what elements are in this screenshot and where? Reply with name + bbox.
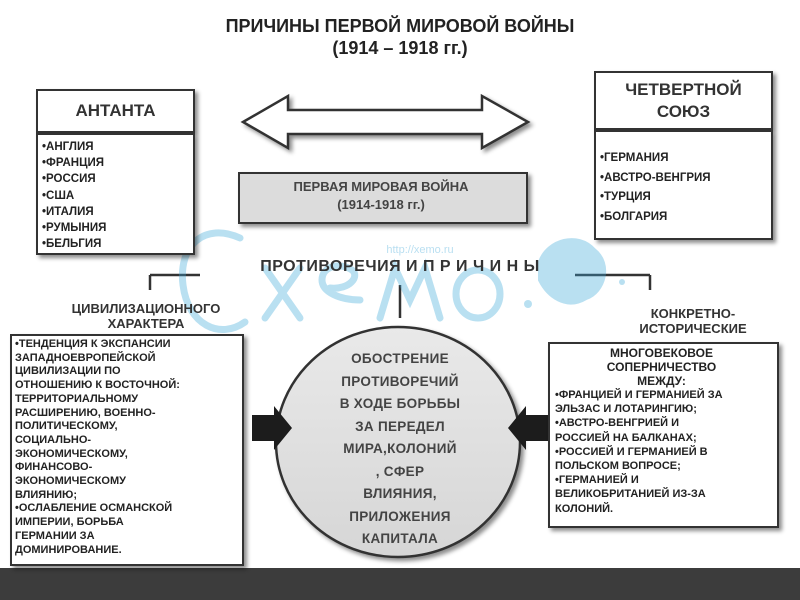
double-arrow (240, 93, 531, 151)
civilizational-line: •ТЕНДЕНЦИЯ К ЭКСПАНСИИ (15, 338, 171, 350)
world-war-box (238, 172, 528, 224)
historical-line: КОЛОНИЙ. (555, 502, 614, 515)
historical-heading-line: СОПЕРНИЧЕСТВО (606, 360, 717, 374)
entente-member: АНГЛИЯ (42, 139, 106, 155)
civilizational-box (10, 334, 244, 566)
center-line: ВЛИЯНИЯ, (363, 486, 437, 501)
historical-label-line2: ИСТОРИЧЕСКИЕ (639, 321, 747, 336)
quadruple-heading-line1: ЧЕТВЕРТНОЙ (625, 80, 742, 99)
historical-line: •ФРАНЦИЕЙ И ГЕРМАНИЕЙ ЗА (555, 389, 723, 401)
historical-box (548, 342, 779, 528)
civilizational-line: ВЛИЯНИЮ; (15, 488, 78, 501)
quadruple-member: АВСТРО-ВЕНГРИЯ (600, 169, 711, 189)
watermark-url: http://xemo.ru (386, 244, 454, 256)
civilizational-text: •ТЕНДЕНЦИЯ К ЭКСПАНСИИ ЗАПАДНОЕВРОПЕЙСКО… (15, 338, 180, 557)
center-text: ОБОСТРЕНИЕ ПРОТИВОРЕЧИЙ В ХОДЕ БОРЬБЫ ЗА… (300, 348, 500, 551)
entente-member: БЕЛЬГИЯ (42, 236, 106, 252)
watermark-logo (178, 227, 625, 334)
historical-line: ПОЛЬСКОМ ВОПРОСЕ; (555, 460, 681, 473)
civilizational-line: ПОЛИТИЧЕСКОМУ, (15, 420, 118, 433)
historical-line: •ГЕРМАНИЕЙ И (555, 474, 639, 487)
historical-label: КОНКРЕТНО- ИСТОРИЧЕСКИЕ (598, 306, 788, 336)
civilizational-label: ЦИВИЛИЗАЦИОННОГО ХАРАКТЕРА (46, 301, 246, 331)
quadruple-members-list: ГЕРМАНИЯ АВСТРО-ВЕНГРИЯ ТУРЦИЯ БОЛГАРИЯ (600, 149, 711, 227)
entente-heading: АНТАНТА (75, 101, 156, 120)
quadruple-heading-line2: СОЮЗ (656, 102, 711, 121)
world-war-line2: (1914-1918 гг.) (337, 197, 425, 212)
civilizational-line: ИМПЕРИИ, БОРЬБА (15, 516, 124, 529)
historical-line: РОССИЕЙ НА БАЛКАНАХ; (555, 431, 697, 444)
right-arrow-icon (508, 406, 548, 450)
center-line: КАПИТАЛА (361, 531, 439, 546)
center-line: В ХОДЕ БОРЬБЫ (339, 396, 461, 411)
civilizational-line: ОТНОШЕНИЮ К ВОСТОЧНОЙ: (15, 379, 180, 392)
civilizational-line: ДОМИНИРОВАНИЕ. (15, 543, 122, 556)
contradictions-heading: ПРОТИВОРЕЧИЯ И П Р И Ч И Н Ы (260, 258, 540, 275)
slide-bottom-band (0, 568, 800, 600)
civilizational-line: СОЦИАЛЬНО- (15, 433, 92, 446)
page-subtitle: (1914 – 1918 гг.) (332, 38, 468, 58)
historical-line: ЭЛЬЗАС И ЛОТАРИНГИЮ; (555, 403, 697, 416)
entente-members-list: АНГЛИЯ ФРАНЦИЯ РОССИЯ США ИТАЛИЯ РУМЫНИЯ… (42, 139, 106, 252)
entente-members-box: АНГЛИЯ ФРАНЦИЯ РОССИЯ США ИТАЛИЯ РУМЫНИЯ… (36, 133, 195, 255)
historical-label-line1: КОНКРЕТНО- (650, 306, 736, 321)
center-line: ЗА ПЕРЕДЕЛ (355, 418, 445, 434)
historical-line: •РОССИЕЙ И ГЕРМАНИЕЙ В (555, 445, 708, 458)
civilizational-line: РАСШИРЕНИЮ, ВОЕННО- (15, 406, 156, 419)
center-line: ПРИЛОЖЕНИЯ (349, 508, 451, 524)
historical-text: •ФРАНЦИЕЙ И ГЕРМАНИЕЙ ЗА ЭЛЬЗАС И ЛОТАРИ… (555, 388, 723, 516)
civilizational-line: ГЕРМАНИИ ЗА (15, 529, 95, 542)
quadruple-member: ГЕРМАНИЯ (600, 149, 711, 169)
center-line: ПРОТИВОРЕЧИЙ (341, 373, 459, 389)
civilizational-label-line2: ХАРАКТЕРА (107, 316, 185, 331)
world-war-line1: ПЕРВАЯ МИРОВАЯ ВОЙНА (293, 179, 469, 194)
left-arrow-icon (252, 406, 292, 450)
center-line: МИРА,КОЛОНИЙ (343, 441, 457, 456)
historical-heading: МНОГОВЕКОВОЕ СОПЕРНИЧЕСТВО МЕЖДУ: (548, 346, 775, 388)
civilizational-line: •ОСЛАБЛЕНИЕ ОСМАНСКОЙ (15, 502, 173, 515)
civilizational-line: ЭКОНОМИЧЕСКОМУ (15, 475, 126, 488)
historical-heading-line: МЕЖДУ: (637, 374, 686, 388)
quadruple-member: ТУРЦИЯ (600, 188, 711, 208)
civilizational-line: ТЕРРИТОРИАЛЬНОМУ (15, 392, 139, 405)
quadruple-member: БОЛГАРИЯ (600, 208, 711, 228)
entente-member: РОССИЯ (42, 171, 106, 187)
entente-header-box: АНТАНТА (36, 89, 195, 133)
civilizational-label-line1: ЦИВИЛИЗАЦИОННОГО (71, 301, 221, 316)
entente-member: ИТАЛИЯ (42, 204, 106, 220)
quadruple-members-box: ГЕРМАНИЯ АВСТРО-ВЕНГРИЯ ТУРЦИЯ БОЛГАРИЯ (594, 130, 773, 240)
entente-member: США (42, 188, 106, 204)
world-war-label: ПЕРВАЯ МИРОВАЯ ВОЙНА (1914-1918 гг.) (238, 178, 524, 214)
connector-lines (148, 273, 652, 318)
page-title: ПРИЧИНЫ ПЕРВОЙ МИРОВОЙ ВОЙНЫ (225, 16, 575, 36)
historical-heading-line: МНОГОВЕКОВОЕ (609, 346, 713, 360)
center-line: , СФЕР (375, 463, 425, 479)
entente-member: РУМЫНИЯ (42, 220, 106, 236)
civilizational-line: ЗАПАДНОЕВРОПЕЙСКОЙ (15, 351, 156, 364)
civilizational-line: ЦИВИЛИЗАЦИИ ПО (15, 365, 121, 378)
entente-member: ФРАНЦИЯ (42, 155, 106, 171)
quadruple-header-box: ЧЕТВЕРТНОЙ СОЮЗ (594, 71, 773, 130)
civilizational-line: ФИНАНСОВО- (15, 461, 93, 474)
civilizational-line: ЭКОНОМИЧЕСКОМУ, (15, 447, 128, 460)
center-line: ОБОСТРЕНИЕ (351, 351, 449, 366)
historical-line: ВЕЛИКОБРИТАНИЕЙ ИЗ-ЗА (555, 488, 706, 501)
historical-line: •АВСТРО-ВЕНГРИЕЙ И (555, 417, 680, 430)
